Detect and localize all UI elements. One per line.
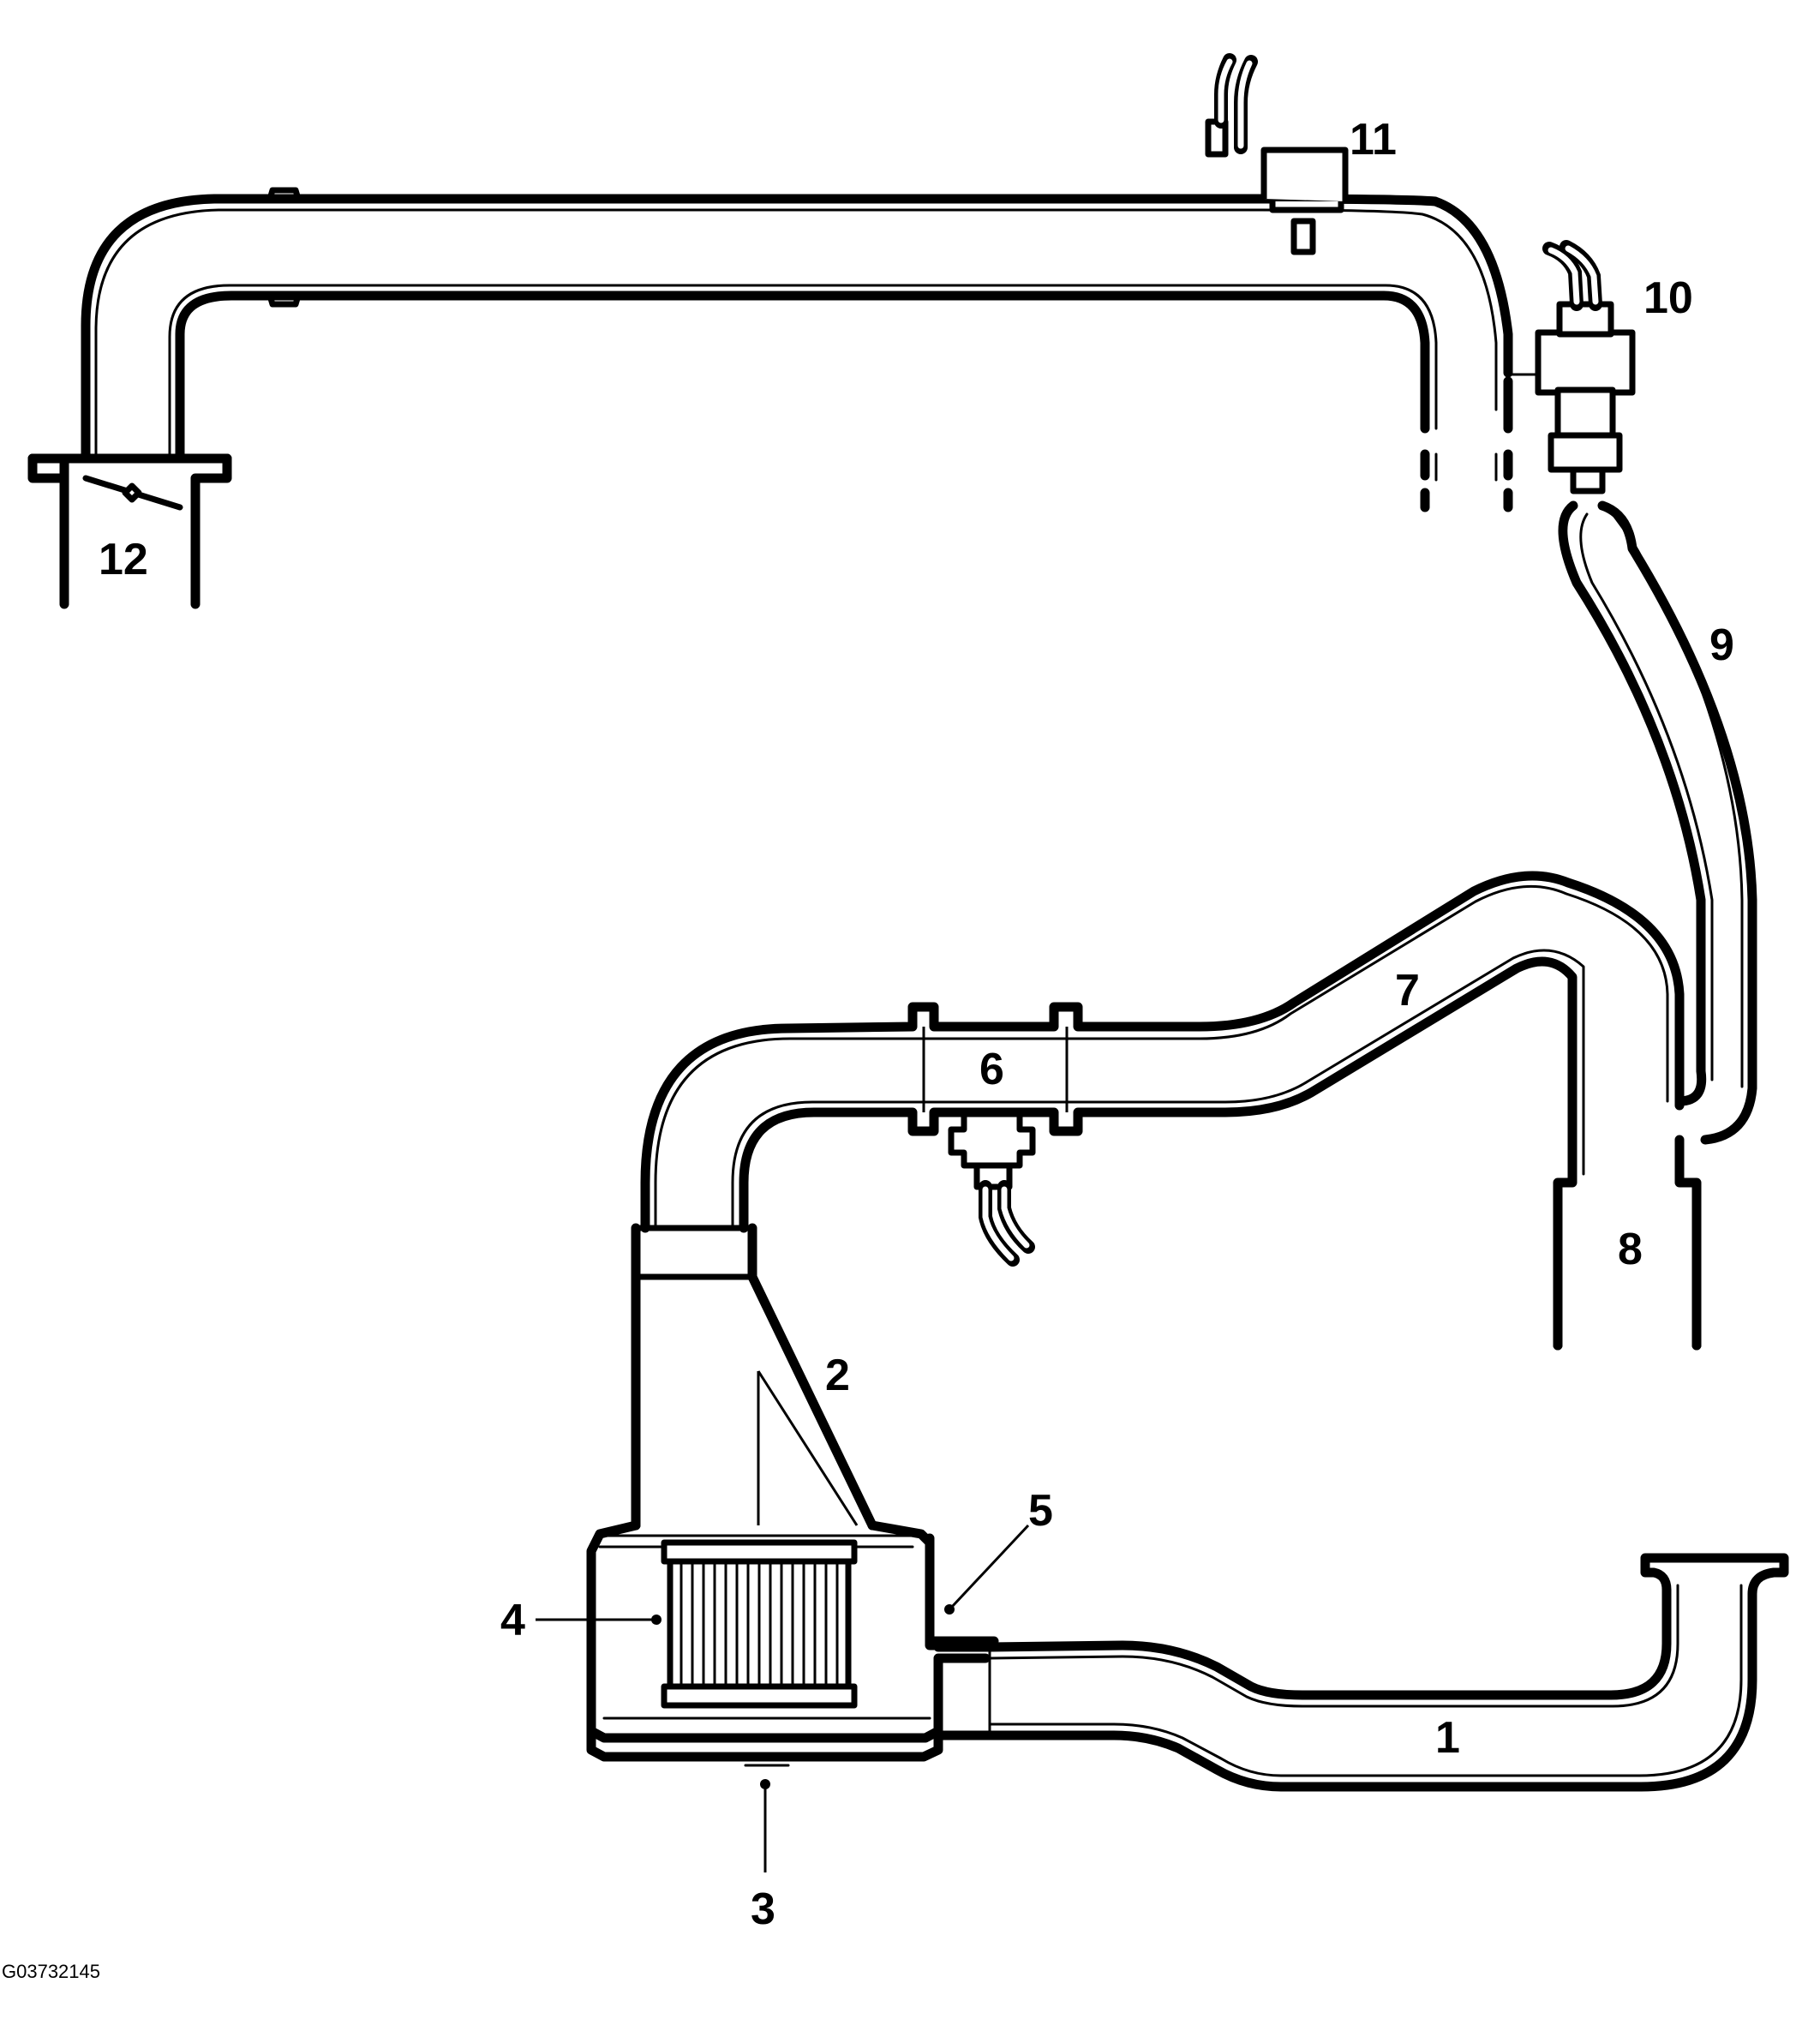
figure-id: G03732145	[2, 1961, 100, 1982]
throttle-plate	[82, 475, 183, 511]
callout-4: 4	[500, 1596, 525, 1645]
callout-6: 6	[979, 1045, 1004, 1094]
callout-8: 8	[1618, 1225, 1643, 1274]
callout-5: 5	[1028, 1486, 1053, 1536]
outlet-8	[1553, 1099, 1702, 1351]
callout-7: 7	[1395, 966, 1420, 1015]
pipe-6-sensor	[948, 1111, 1036, 1267]
filter-element	[661, 1539, 858, 1709]
intake-pipe-7	[640, 871, 1685, 1233]
callout-2: 2	[825, 1351, 850, 1400]
sensor-10	[1510, 240, 1636, 494]
sensor-11	[1205, 53, 1349, 255]
callout-12: 12	[99, 535, 148, 584]
air-cleaner-housing	[586, 1223, 999, 1767]
callout-10: 10	[1643, 273, 1693, 323]
leader-lines	[536, 1524, 1030, 1872]
upper-intake-duct	[27, 187, 1513, 609]
hose-9	[1558, 500, 1757, 1145]
callout-1: 1	[1435, 1713, 1460, 1763]
callout-3: 3	[751, 1884, 775, 1934]
callout-9: 9	[1709, 620, 1734, 670]
inlet-duct-1	[933, 1553, 1789, 1792]
callout-11: 11	[1350, 115, 1397, 165]
